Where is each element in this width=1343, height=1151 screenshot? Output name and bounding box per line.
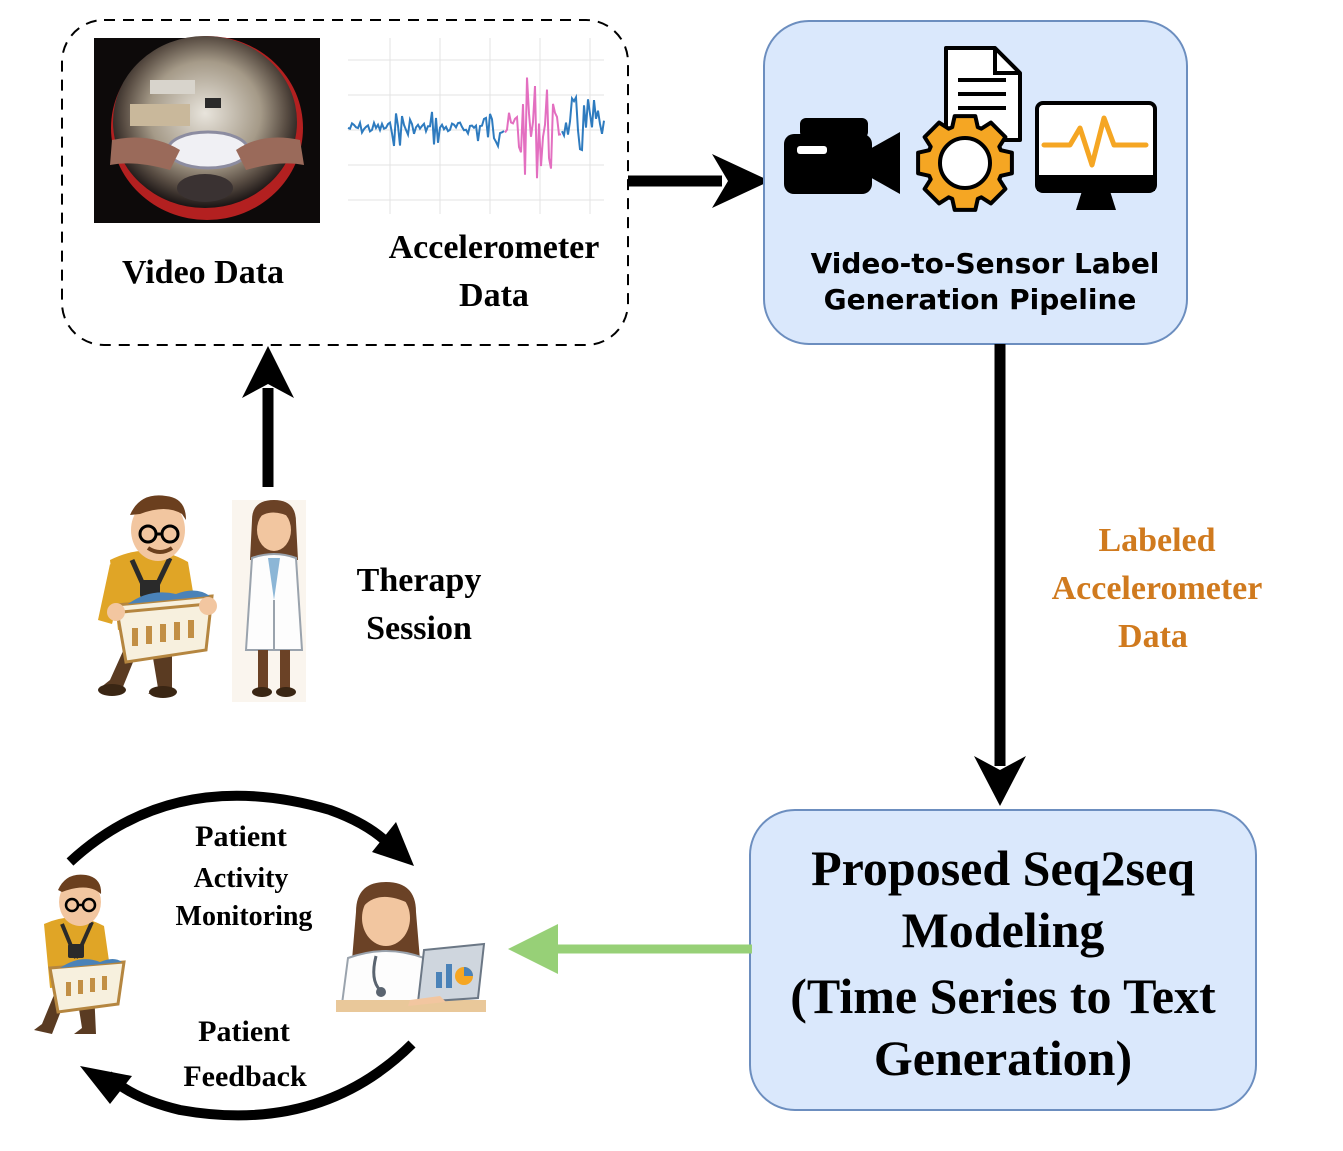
arrow-inputs-to-pipeline — [628, 154, 770, 208]
model-title-line2: Modeling — [902, 902, 1105, 958]
model-title-line4: Generation) — [874, 1030, 1132, 1086]
pipeline-title-line2: Generation Pipeline — [824, 283, 1137, 316]
loop-arrow-feedback — [80, 1040, 416, 1121]
video-thumbnail — [94, 36, 320, 223]
accelerometer-data-label-line2: Data — [459, 277, 529, 314]
labeled-line1: Labeled — [1098, 522, 1215, 559]
label-generation-pipeline-box: Video-to-Sensor Label Generation Pipelin… — [763, 20, 1188, 345]
loop-top-label-line2: Activity — [194, 863, 289, 894]
video-camera-icon — [784, 118, 900, 194]
loop-top-label-line1: Patient — [195, 820, 287, 853]
labeled-line3: Data — [1118, 618, 1188, 655]
accelerometer-data-label-line1: Accelerometer — [389, 229, 600, 266]
clinician-with-laptop-illustration — [336, 882, 486, 1012]
therapy-session-label-line1: Therapy — [357, 562, 482, 599]
labeled-accelerometer-data-label: Labeled Accelerometer Data — [1052, 522, 1263, 655]
loop-bottom-label-line1: Patient — [198, 1015, 290, 1048]
therapy-session-label-line2: Session — [366, 610, 472, 647]
therapist-standing-illustration — [232, 500, 306, 702]
accelerometer-plot — [347, 38, 605, 214]
loop-top-label-line3: Monitoring — [176, 901, 313, 932]
accel-signal-blue-tail — [561, 93, 605, 152]
patient-small-illustration — [34, 874, 126, 1034]
input-data-group: Video Data Accelerometer Data — [61, 19, 629, 346]
pipeline-title-line1: Video-to-Sensor Label — [811, 247, 1160, 280]
arrow-session-to-inputs — [242, 346, 294, 487]
gear-icon — [916, 114, 1014, 212]
labeled-line2: Accelerometer — [1052, 570, 1263, 607]
video-data-label: Video Data — [122, 254, 284, 291]
loop-bottom-label-line2: Feedback — [183, 1060, 307, 1093]
model-title-line1: Proposed Seq2seq — [811, 840, 1195, 896]
model-title-line3: (Time Series to Text — [790, 968, 1216, 1024]
arrow-model-to-clinician — [508, 924, 752, 974]
loop-arrow-monitoring — [66, 790, 414, 866]
arrow-pipeline-to-model — [974, 344, 1026, 806]
monitor-pulse-icon — [1035, 101, 1157, 210]
patient-carrying-basket-illustration — [98, 495, 217, 698]
seq2seq-model-box: Proposed Seq2seq Modeling (Time Series t… — [749, 809, 1257, 1111]
accel-signal-pink — [504, 77, 562, 179]
accel-signal-blue — [347, 111, 505, 150]
